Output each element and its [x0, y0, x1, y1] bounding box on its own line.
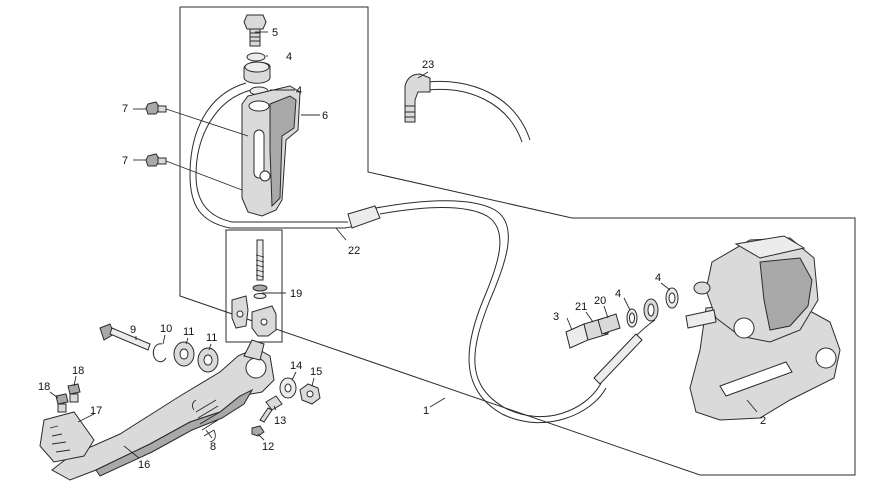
callout-18: 18 [72, 365, 84, 377]
pushrod-19 [256, 239, 264, 281]
banjo-bolt-5 [243, 14, 267, 47]
elbow-fitting-23 [404, 73, 431, 123]
caliper-fitting [693, 281, 711, 295]
washer-4c-hole [629, 312, 635, 324]
brake-line-inner [379, 207, 607, 423]
callout-15: 15 [310, 366, 322, 378]
banjo-fitting-top [244, 61, 270, 73]
callout-8: 8 [210, 441, 216, 453]
callout-20: 20 [594, 295, 606, 307]
bearing-11b-hole [203, 354, 213, 366]
elbow-fitting-23-ribs [405, 105, 415, 118]
brake-line [375, 200, 656, 418]
caliper-pad-pin [685, 309, 717, 329]
assembly-frame [179, 6, 856, 476]
callout-13: 13 [274, 415, 286, 427]
callout-5: 5 [272, 27, 278, 39]
banjo-eye-hole [647, 303, 655, 317]
leader-lines [49, 31, 758, 459]
callout-7: 7 [122, 155, 128, 167]
clevis-pin-hole [236, 310, 244, 318]
callout-3: 3 [553, 311, 559, 323]
callout-4: 4 [615, 288, 621, 300]
callout-11: 11 [183, 326, 194, 338]
callout-1: 1 [423, 405, 429, 417]
callout-4: 4 [286, 51, 292, 63]
brake-hose-inner [195, 89, 348, 223]
banjo-bolt-5-threads [250, 32, 260, 42]
master-cylinder-6-shade [269, 95, 297, 208]
callout-14: 14 [290, 360, 302, 372]
callout-10: 10 [160, 323, 172, 335]
reservoir-hose [427, 80, 531, 141]
callout-4: 4 [296, 85, 302, 97]
pushrod-washer [253, 293, 267, 299]
callout-4: 4 [655, 272, 661, 284]
callout-6: 6 [322, 110, 328, 122]
bearing-11a-hole [179, 348, 189, 360]
pedal-arm-up [243, 339, 265, 361]
caliper-piston-port [733, 317, 755, 339]
pedal-tip-17 [39, 411, 95, 463]
clevis-19-hole [260, 318, 268, 326]
reservoir-hose-inner [427, 88, 523, 143]
master-cylinder-port [248, 100, 270, 112]
caliper-bracket-hole [815, 347, 837, 369]
pushrod-nut [252, 284, 268, 292]
master-cylinder-hole [259, 170, 271, 182]
callout-23: 23 [422, 59, 434, 71]
brake-pedal-16 [51, 347, 275, 481]
bolt-18a [55, 393, 69, 413]
washer-4d-hole [668, 292, 676, 304]
washer-4a [246, 52, 266, 62]
callout-9: 9 [130, 324, 136, 336]
caliper-body-shade [759, 257, 813, 331]
caliper-top-pad [734, 235, 806, 259]
pedal-pivot [245, 357, 267, 379]
hose-fitting-22 [347, 205, 381, 229]
master-cylinder-slot [253, 129, 265, 179]
brake-line-sleeve [593, 333, 643, 385]
washer-14-hole [284, 383, 292, 393]
bolt-7b [145, 153, 167, 167]
callout-7: 7 [122, 103, 128, 115]
callout-18: 18 [38, 381, 50, 393]
pushrod-19-threads [255, 254, 265, 278]
bolt-18b [67, 383, 81, 403]
callout-11: 11 [206, 332, 217, 344]
callout-21: 21 [575, 301, 587, 313]
callout-12: 12 [262, 441, 274, 453]
caliper-bracket-slot [719, 361, 793, 397]
union-20 [597, 313, 621, 335]
bolt-13 [259, 395, 283, 423]
pedal-tip-17-teeth [49, 425, 71, 453]
spring-8 [195, 399, 221, 437]
circlip-10 [152, 343, 167, 363]
bolt-7a [145, 101, 167, 115]
callout-16: 16 [138, 459, 150, 471]
callout-19: 19 [290, 288, 302, 300]
nut-15-hole [306, 390, 314, 398]
callout-22: 22 [348, 245, 360, 257]
callout-17: 17 [90, 405, 102, 417]
washer-12 [251, 425, 265, 437]
callout-2: 2 [760, 415, 766, 427]
spring-8-hook [191, 399, 216, 443]
pivot-bolt-9-shaft [109, 327, 151, 351]
